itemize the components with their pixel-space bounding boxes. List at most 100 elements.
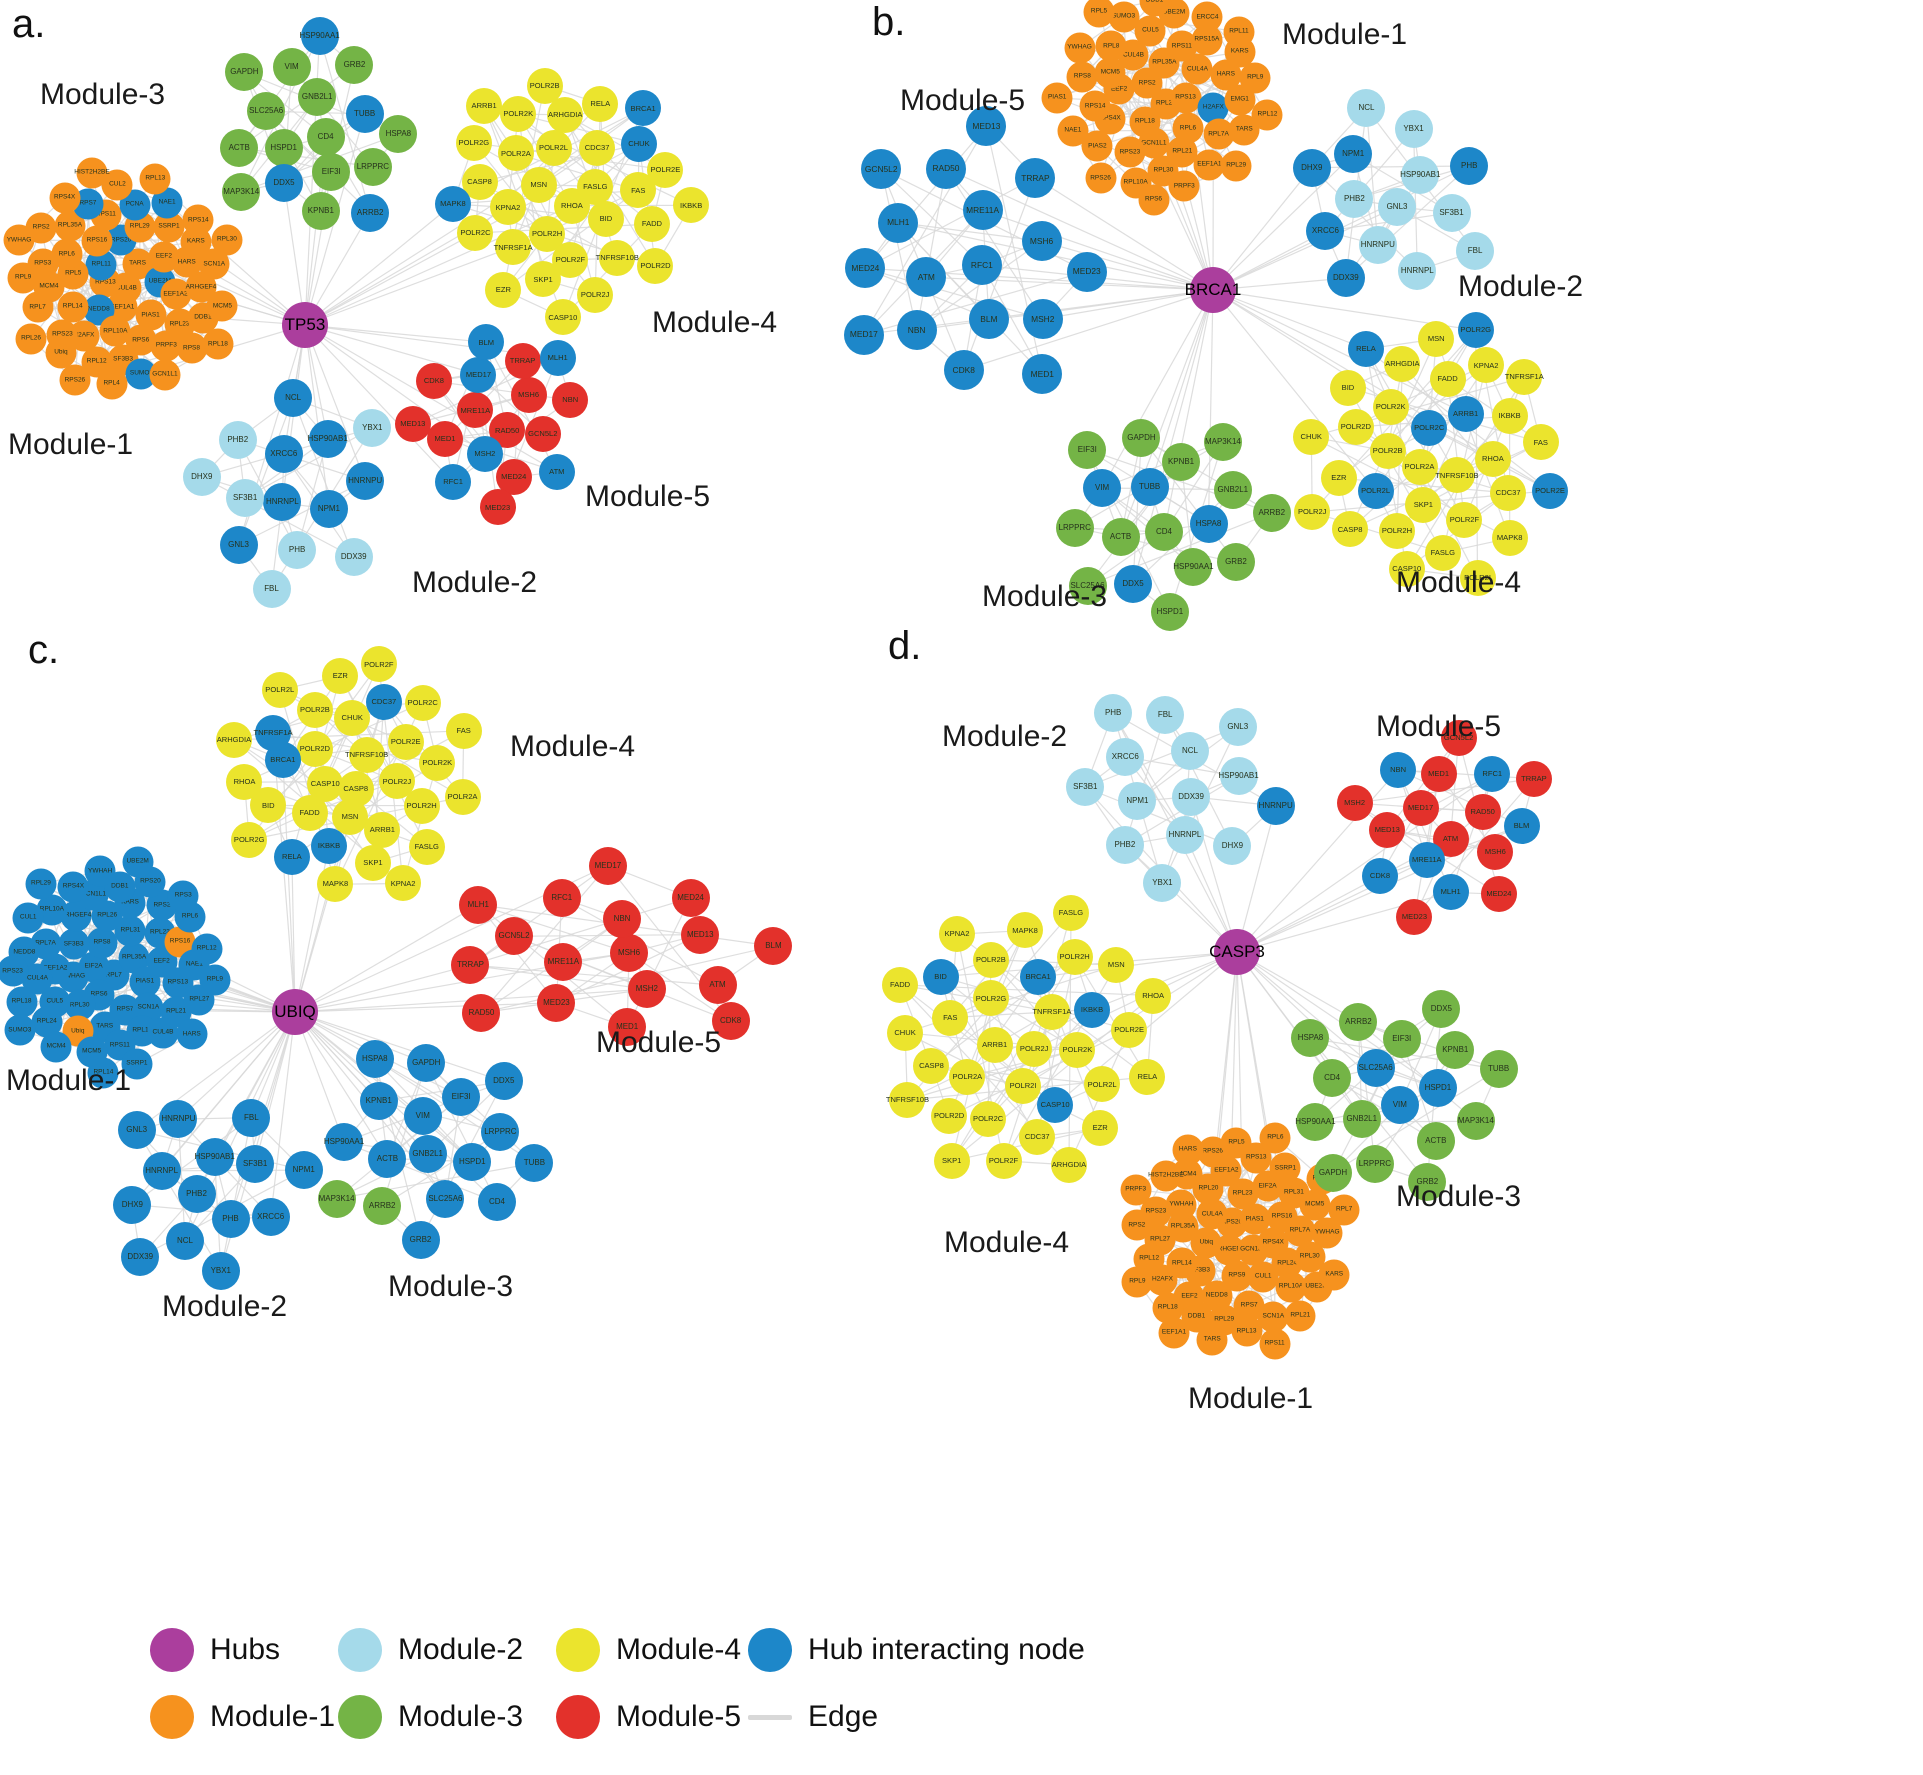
module-label: Module-3 bbox=[388, 1270, 514, 1303]
module-label: Module-4 bbox=[510, 730, 636, 763]
edge bbox=[880, 168, 918, 331]
network-node: GCN1L1 bbox=[149, 359, 181, 391]
module-label: Module-1 bbox=[8, 428, 134, 461]
network-node: RPL9 bbox=[1121, 1266, 1153, 1298]
network-node: EIF3I bbox=[312, 152, 351, 191]
network-node: BLM bbox=[968, 298, 1009, 339]
edge bbox=[916, 289, 1214, 331]
network-node: GCN5L2 bbox=[495, 917, 534, 956]
network-node: MSH6 bbox=[1021, 221, 1062, 262]
network-node: GNB2L1 bbox=[298, 78, 337, 117]
network-node: TNFRSF1A bbox=[254, 714, 293, 751]
network-node: ARRB2 bbox=[363, 1186, 402, 1225]
network-node: HIST2H2BE bbox=[74, 157, 110, 189]
module4-swatch bbox=[556, 1628, 600, 1672]
network-node: ARHGDIA bbox=[1384, 345, 1421, 382]
edge bbox=[294, 1011, 429, 1155]
network-node: POLR2A bbox=[444, 779, 481, 816]
network-node: ACTB bbox=[220, 128, 259, 167]
network-node: POLR2J bbox=[1294, 494, 1331, 531]
edge bbox=[270, 1011, 296, 1217]
network-node: MED23 bbox=[537, 983, 576, 1022]
network-node: MAP3K14 bbox=[317, 1179, 356, 1218]
network-node: XRCC6 bbox=[251, 1197, 290, 1236]
legend-label: Hub interacting node bbox=[808, 1633, 1085, 1666]
network-node: FBL bbox=[1456, 232, 1495, 271]
network-node: POLR2K bbox=[419, 744, 456, 781]
network-node: MED17 bbox=[460, 356, 497, 393]
network-node: CUL1 bbox=[12, 902, 44, 934]
edge bbox=[304, 324, 479, 376]
legend-label: Module-5 bbox=[616, 1700, 742, 1733]
network-node: YWHAG bbox=[3, 224, 35, 256]
network-node: ACTB bbox=[1416, 1122, 1455, 1161]
network-node: MED1 bbox=[426, 420, 463, 457]
network-node: HNRNPL bbox=[1165, 815, 1204, 854]
legend-item-module-2: Module-2 bbox=[338, 1628, 556, 1672]
network-node: MED17 bbox=[1402, 789, 1439, 826]
network-node: XRCC6 bbox=[264, 435, 303, 474]
network-node: FBL bbox=[252, 570, 291, 609]
network-node: RPL21 bbox=[1284, 1300, 1316, 1332]
network-node: POLR2A bbox=[1401, 448, 1438, 485]
legend-item-module-3: Module-3 bbox=[338, 1695, 556, 1739]
network-node: HSP90AA1 bbox=[299, 16, 340, 55]
network-node: HSPD1 bbox=[1418, 1069, 1457, 1108]
network-node: BRCA1 bbox=[625, 90, 662, 127]
network-node: VIM bbox=[1083, 469, 1122, 508]
network-node: XRCC6 bbox=[1306, 212, 1345, 251]
network-node: RPS3 bbox=[167, 880, 199, 912]
network-node: MED1 bbox=[1022, 353, 1063, 394]
network-node: POLR2E bbox=[387, 723, 424, 760]
network-node: HNRNPU bbox=[159, 1100, 198, 1139]
network-node: NBN bbox=[602, 900, 641, 939]
edge bbox=[239, 147, 373, 168]
network-node: RELA bbox=[582, 85, 619, 122]
network-node: ARRB2 bbox=[351, 193, 390, 232]
network-node: NCL bbox=[1171, 731, 1210, 770]
network-node: MAP3K14 bbox=[222, 172, 261, 211]
network-node: RPL29 bbox=[1220, 150, 1252, 182]
network-node: TRRAP bbox=[1515, 760, 1552, 797]
network-node: ARRB2 bbox=[1339, 1002, 1378, 1041]
network-node: YBX1 bbox=[1143, 864, 1182, 903]
network-node: KPNB1 bbox=[1436, 1030, 1475, 1069]
network-node: CDK8 bbox=[943, 350, 984, 390]
network-node: FBL bbox=[1146, 695, 1185, 734]
legend-item-module-1: Module-1 bbox=[150, 1695, 338, 1739]
network-node: TUBB bbox=[345, 94, 384, 133]
network-node: GAPDH bbox=[1313, 1153, 1352, 1192]
network-node: POLR2F bbox=[360, 646, 397, 683]
network-node: KPNB1 bbox=[359, 1082, 398, 1121]
module-label: Module-5 bbox=[585, 480, 711, 513]
legend-label: Edge bbox=[808, 1700, 879, 1733]
network-node: POLR2D bbox=[637, 247, 674, 284]
network-node: RPS14 bbox=[182, 204, 214, 236]
network-node: GCN5L2 bbox=[524, 416, 561, 453]
network-node: MED23 bbox=[1066, 251, 1107, 292]
edge bbox=[294, 964, 471, 1013]
network-node: SKP1 bbox=[525, 261, 562, 298]
network-node: RPL5 bbox=[1220, 1127, 1252, 1159]
network-node: HSP90AB1 bbox=[307, 419, 348, 458]
network-node: CASP10 bbox=[1037, 1087, 1074, 1124]
network-node: PHB2 bbox=[1105, 825, 1144, 864]
module1-swatch bbox=[150, 1695, 194, 1739]
network-node: RPL7 bbox=[22, 291, 54, 323]
edge bbox=[1236, 859, 1428, 953]
hub-node-brca1: BRCA1 bbox=[1185, 267, 1241, 313]
edge bbox=[865, 267, 1043, 320]
network-node: PHB2 bbox=[177, 1175, 216, 1214]
network-node: SKP1 bbox=[1405, 486, 1442, 523]
network-node: MAP3K14 bbox=[1203, 422, 1242, 461]
module-label: Module-4 bbox=[1396, 566, 1522, 599]
network-node: RPL13 bbox=[1231, 1315, 1263, 1347]
network-node: HARS bbox=[176, 1018, 208, 1050]
network-node: MSH6 bbox=[510, 376, 547, 413]
network-node: MED17 bbox=[588, 846, 627, 885]
network-node: GNB2L1 bbox=[408, 1135, 447, 1174]
network-node: HSP90AB1 bbox=[1400, 156, 1440, 195]
network-node: RAD50 bbox=[462, 993, 501, 1032]
network-node: POLR2C bbox=[1411, 409, 1448, 446]
